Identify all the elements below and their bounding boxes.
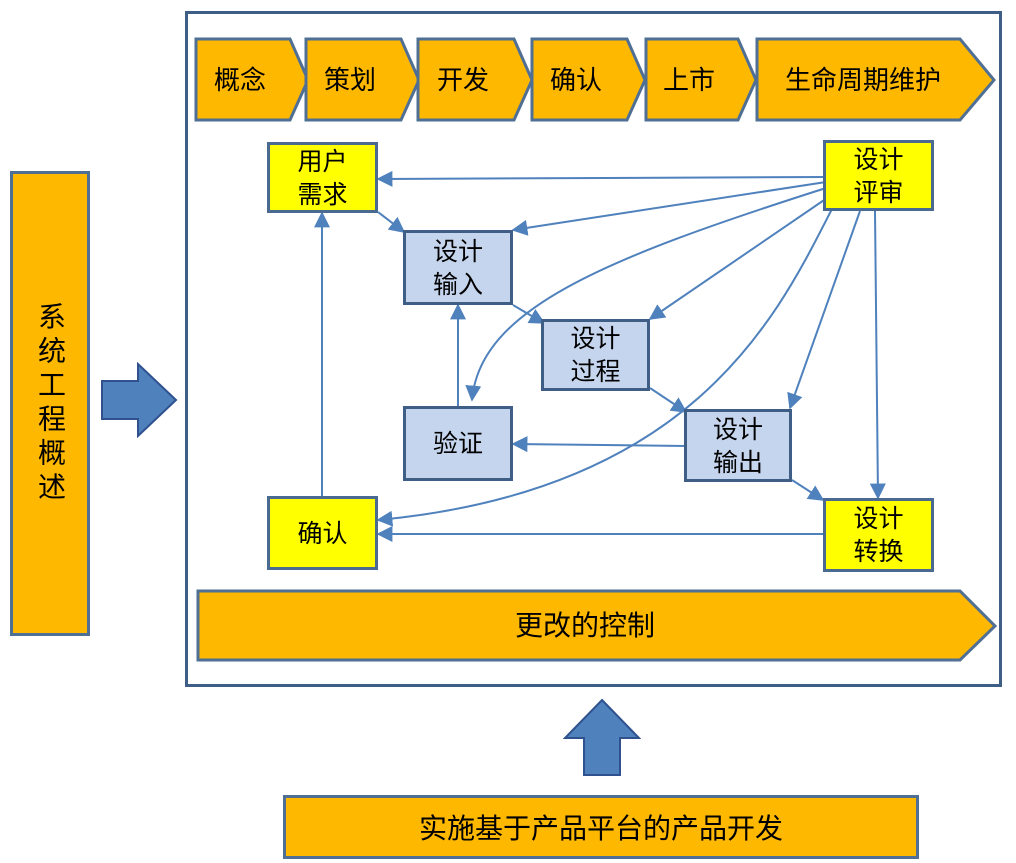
node-label: 设计 输入 xyxy=(432,236,483,299)
arrow-review-to-output xyxy=(787,210,861,410)
up-arrow-icon xyxy=(563,698,641,776)
node-label: 确认 xyxy=(297,518,348,548)
phase-chevron-launch: 上市 xyxy=(644,37,758,122)
bottom-label-box: 实施基于产品平台的产品开发 xyxy=(283,795,919,859)
arrow-output-to-verification xyxy=(511,436,687,453)
arrow-review-to-transfer xyxy=(869,210,886,500)
node-label: 设计 输出 xyxy=(712,414,763,477)
phase-label: 概念 xyxy=(214,66,266,96)
phase-label: 策划 xyxy=(324,66,376,96)
node-design-process: 设计 过程 xyxy=(541,319,650,391)
node-verification: 验证 xyxy=(403,406,513,481)
change-control-bar: 更改的控制 xyxy=(196,589,998,662)
node-label: 设计 过程 xyxy=(570,324,621,386)
node-design-transfer: 设计 转换 xyxy=(823,498,934,572)
node-design-input: 设计 输入 xyxy=(403,230,513,305)
node-label: 设计 评审 xyxy=(853,144,904,207)
phase-chevron-development: 开发 xyxy=(416,37,534,122)
arrow-process-to-output xyxy=(649,387,688,413)
arrow-needs-to-input xyxy=(377,211,406,233)
phase-label: 确认 xyxy=(550,66,602,96)
node-label: 验证 xyxy=(432,429,483,458)
phase-chevron-lifecycle: 生命周期维护 xyxy=(755,37,996,122)
node-design-output: 设计 输出 xyxy=(684,409,792,482)
node-design-review: 设计 评审 xyxy=(823,140,934,211)
node-label: 用户 需求 xyxy=(297,146,348,209)
arrow-review-to-validation xyxy=(376,204,835,527)
arrow-review-to-verification xyxy=(465,187,827,402)
sidebar-label-text: 系统工程概述 xyxy=(34,301,67,506)
right-arrow-icon xyxy=(101,362,178,438)
arrow-review-to-process xyxy=(648,195,831,320)
phase-label: 生命周期维护 xyxy=(785,66,941,96)
node-user-needs: 用户 需求 xyxy=(267,142,378,213)
phase-bar: 概念 策划 开发 确认 上市 生命周期维护 xyxy=(194,37,996,122)
change-control-label: 更改的控制 xyxy=(515,609,655,642)
phase-label: 开发 xyxy=(437,66,489,96)
node-validation: 确认 xyxy=(267,496,378,570)
phase-label: 上市 xyxy=(663,66,715,96)
node-label: 设计 转换 xyxy=(853,504,904,566)
arrow-output-to-transfer xyxy=(791,479,825,501)
phase-chevron-validation: 确认 xyxy=(530,37,647,122)
bottom-label-text: 实施基于产品平台的产品开发 xyxy=(418,812,783,845)
arrow-review-to-input xyxy=(511,181,827,236)
arrow-review-to-needs xyxy=(376,170,827,187)
phase-chevron-concept: 概念 xyxy=(194,37,310,122)
sidebar-label-box: 系统工程概述 xyxy=(10,171,90,636)
phase-chevron-planning: 策划 xyxy=(304,37,421,122)
